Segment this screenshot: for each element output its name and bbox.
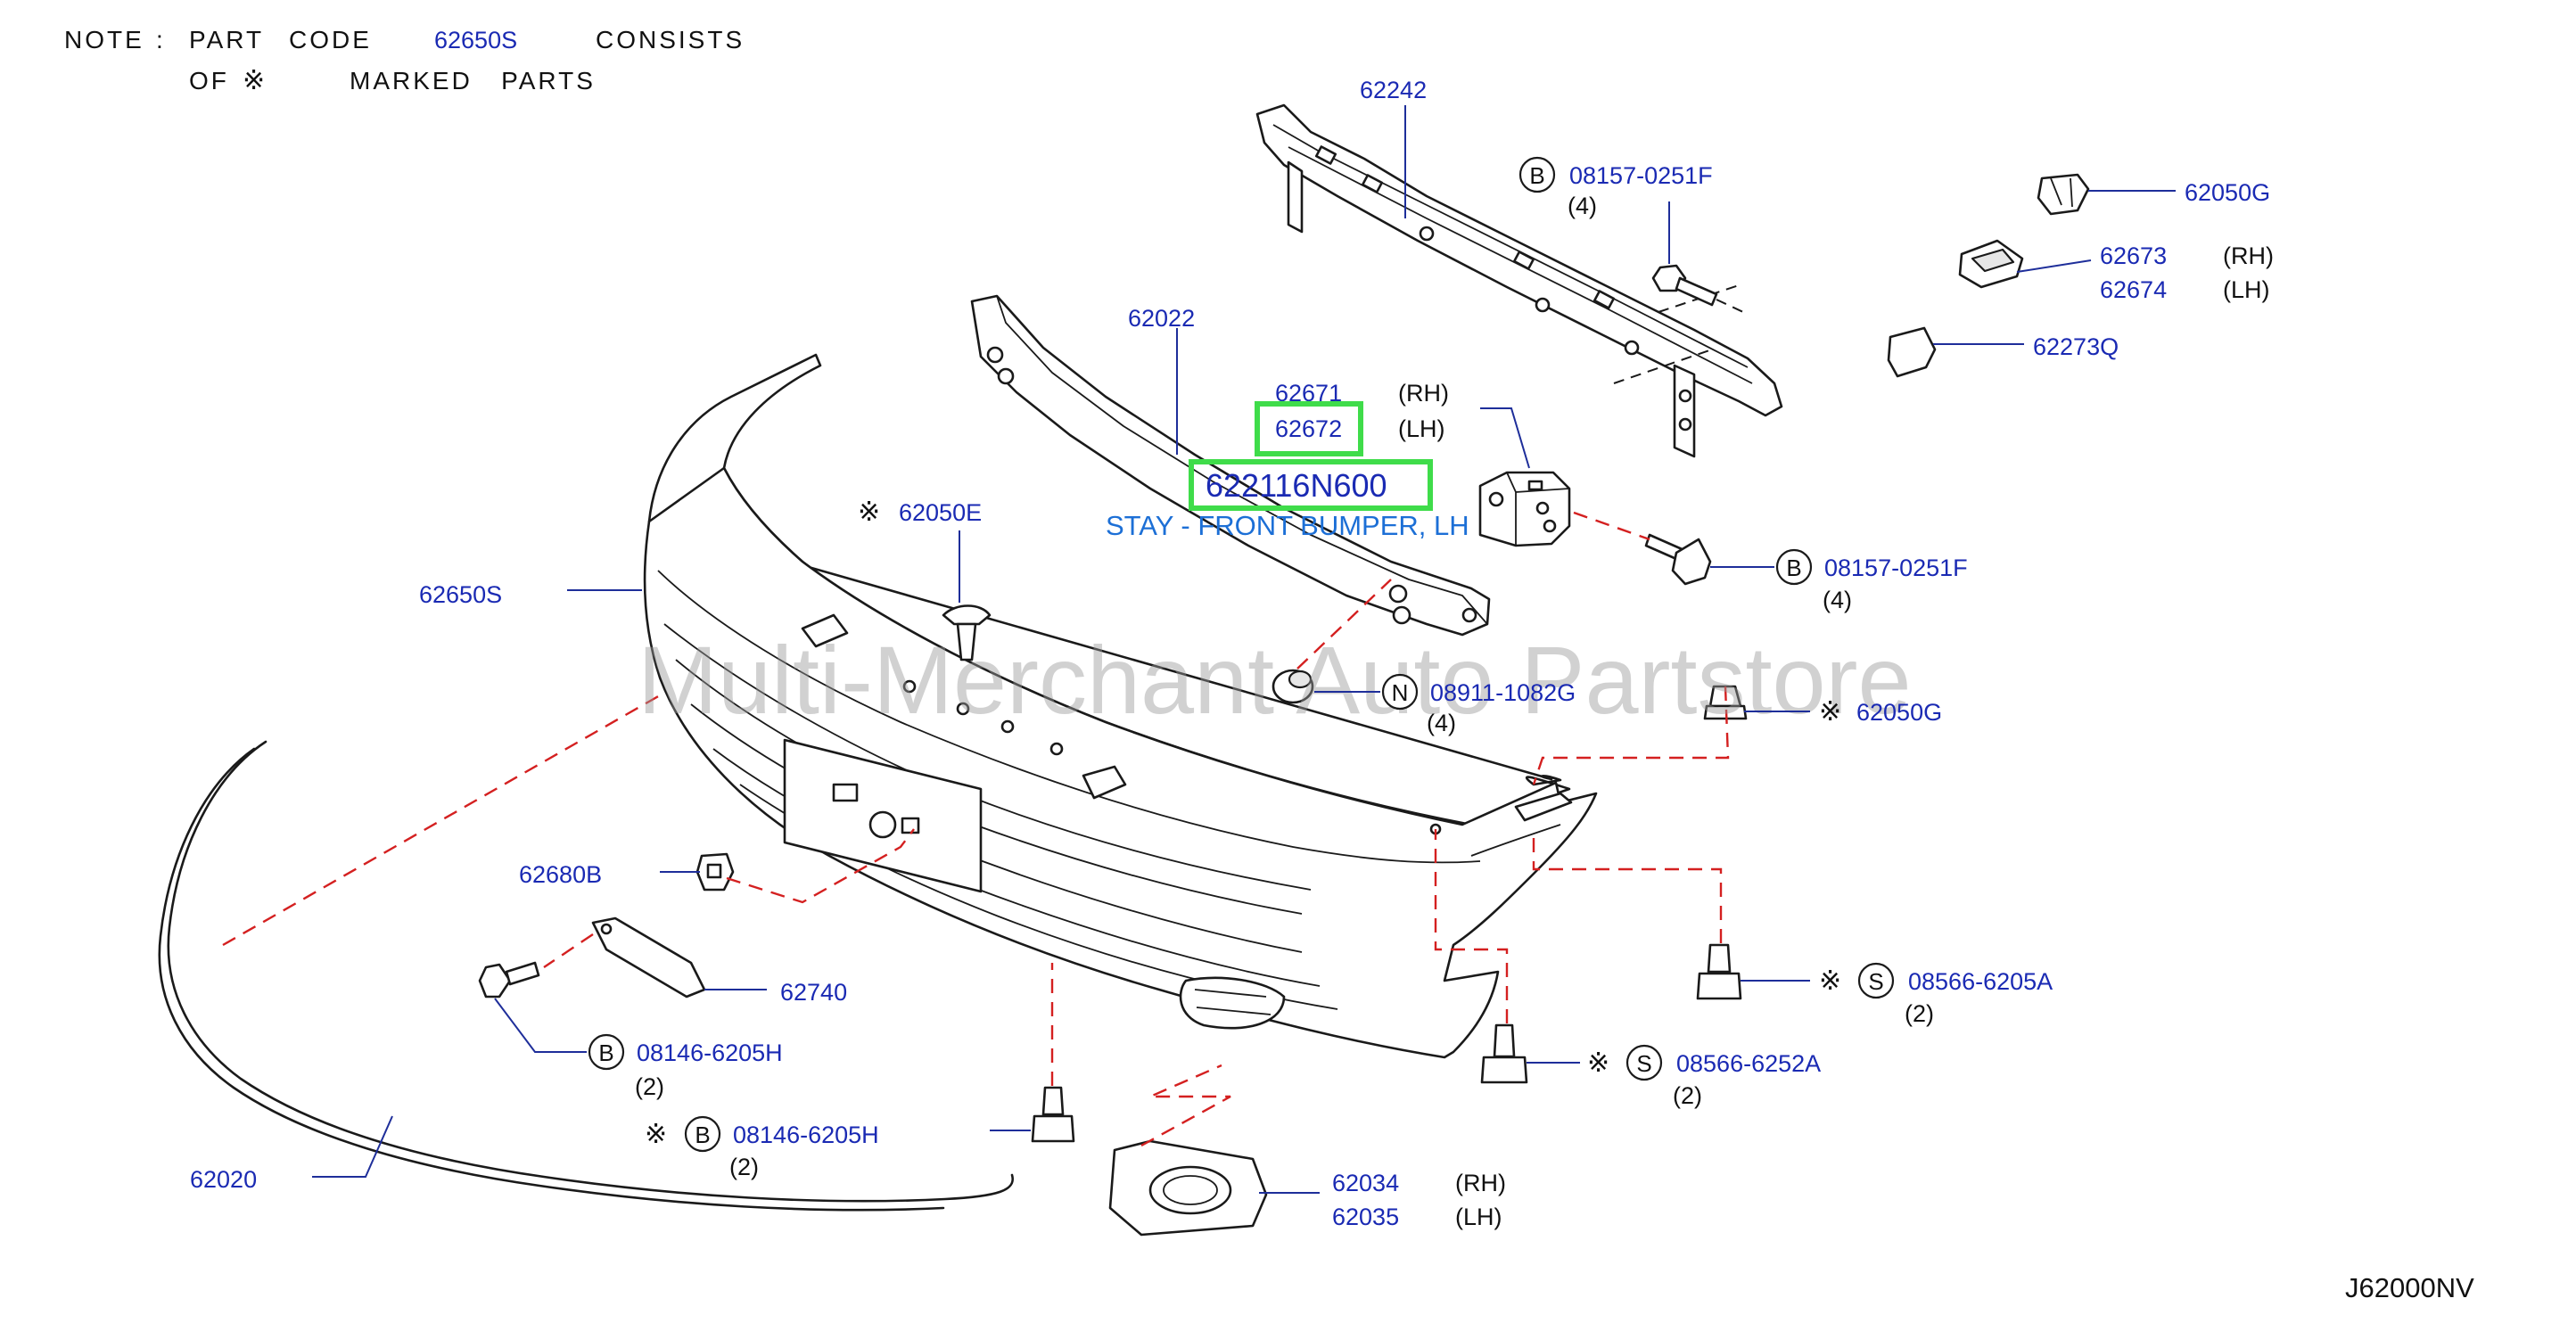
circle-N-08911 (1381, 673, 1419, 711)
callout-62050Ga[interactable]: 62050G (2185, 179, 2270, 206)
bolt-08157-b-drawing (1644, 533, 1712, 586)
circle-B-08157b-label: B (1786, 555, 1801, 581)
callout-62050E[interactable]: 62050E (899, 499, 982, 526)
note-mark-icon: ※ (243, 65, 265, 96)
leader-62671 (1480, 407, 1530, 469)
circle-B-08146a-label: B (598, 1040, 613, 1066)
callout-08566a-qty: (2) (1905, 1000, 1934, 1027)
leader-08146a (494, 998, 587, 1053)
callout-08157a-qty: (4) (1568, 193, 1597, 219)
callout-62273Q[interactable]: 62273Q (2033, 333, 2119, 360)
highlight-description: STAY - FRONT BUMPER, LH (1106, 510, 1469, 541)
callout-62242[interactable]: 62242 (1360, 77, 1427, 103)
callout-62035[interactable]: 62035 (1332, 1204, 1399, 1230)
diagram-code: J62000NV (2345, 1272, 2474, 1303)
mark-icon-62050Gb: ※ (1819, 696, 1841, 727)
note-word-consists: CONSISTS (596, 26, 745, 53)
mark-icon-08146b: ※ (645, 1119, 667, 1150)
callout-62674[interactable]: 62674 (2100, 276, 2167, 303)
circle-B-08157b (1775, 548, 1813, 586)
callout-62022[interactable]: 62022 (1128, 305, 1195, 332)
callout-62034[interactable]: 62034 (1332, 1170, 1399, 1196)
nut-08911-drawing (1272, 669, 1314, 704)
highlight-box-62672 (1255, 401, 1363, 456)
callout-62020[interactable]: 62020 (190, 1166, 257, 1193)
mark-icon-08566a: ※ (1819, 966, 1841, 997)
bolt-08157-a-drawing (1651, 264, 1744, 313)
bolt-08146a-drawing (478, 961, 540, 998)
stay-bracket-drawing (1478, 471, 1571, 547)
fog-cover-drawing (1108, 1139, 1268, 1237)
callout-62050Gb[interactable]: 62050G (1856, 699, 1942, 726)
bumper-fascia-drawing (643, 353, 1598, 1059)
note-word-code: CODE (289, 26, 372, 53)
mark-icon-08566b: ※ (1587, 1048, 1609, 1079)
note-word-of: OF (189, 67, 229, 94)
circle-B-08146b-label: B (695, 1122, 710, 1148)
circle-B-08146a (588, 1033, 625, 1071)
callout-08911-qty: (4) (1427, 710, 1456, 736)
screw-08566b-drawing (1480, 1023, 1528, 1084)
circle-S-08566b-label: S (1636, 1050, 1651, 1077)
callout-62035-side: (LH) (1455, 1204, 1502, 1230)
callout-62671-side: (RH) (1398, 380, 1449, 407)
callout-08566b[interactable]: 08566-6252A (1676, 1050, 1821, 1077)
highlight-box-622116N600 (1189, 459, 1433, 511)
callout-62680B[interactable]: 62680B (519, 861, 602, 888)
assembly-lines (222, 511, 1730, 1147)
callout-08146a-qty: (2) (635, 1073, 664, 1100)
note-part-code[interactable]: 62650S (434, 27, 517, 53)
clip-62273Q-drawing (1887, 326, 1937, 378)
callout-62650S[interactable]: 62650S (419, 581, 502, 608)
callout-62034-side: (RH) (1455, 1170, 1506, 1196)
watermark-text: Multi-Merchant Auto Partstore (638, 626, 1912, 734)
clip-62673-drawing (1958, 239, 2024, 289)
callout-62673[interactable]: 62673 (2100, 242, 2167, 269)
note-label: NOTE (64, 26, 144, 53)
circle-B-08157a-label: B (1529, 162, 1544, 189)
callout-08146b-qty: (2) (729, 1154, 759, 1180)
circle-B-08146b (684, 1115, 721, 1153)
callout-08157b[interactable]: 08157-0251F (1824, 555, 1968, 581)
bolt-08146b-drawing (1031, 1086, 1075, 1143)
callout-08146a[interactable]: 08146-6205H (637, 1040, 783, 1066)
mark-icon-62050E: ※ (858, 497, 880, 528)
reinforcement-62242-drawing (1255, 103, 1783, 458)
note-marked-parts: MARKED PARTS (350, 67, 596, 94)
callout-08566a[interactable]: 08566-6205A (1908, 968, 2053, 995)
callout-08157a[interactable]: 08157-0251F (1569, 162, 1713, 189)
note-colon: : (156, 26, 166, 53)
callout-08157b-qty: (4) (1823, 587, 1852, 613)
circle-S-08566a (1857, 962, 1895, 999)
callout-62672-side: (LH) (1398, 415, 1445, 442)
callout-08146b[interactable]: 08146-6205H (733, 1122, 879, 1148)
callout-62740[interactable]: 62740 (780, 979, 847, 1006)
note-block: NOTE : PART CODE 62650S CONSISTS OF ※ MA… (64, 26, 745, 96)
leader-62673 (2016, 259, 2092, 273)
callout-62672[interactable]: 62672 (1275, 415, 1342, 442)
circle-B-08157a (1518, 156, 1556, 193)
clip-62680B-drawing (695, 852, 735, 892)
circle-S-08566a-label: S (1868, 968, 1883, 995)
highlight-part-number[interactable]: 622116N600 (1206, 467, 1387, 504)
clip-62050G-a-drawing (2037, 173, 2090, 216)
note-word-part: PART (189, 26, 264, 53)
circle-N-08911-label: N (1392, 679, 1409, 706)
leader-62020 (312, 1115, 393, 1178)
bracket-62740-drawing (591, 916, 706, 998)
clip-62050E-drawing (942, 604, 992, 662)
callout-08911[interactable]: 08911-1082G (1430, 679, 1576, 706)
absorber-62022-drawing (970, 294, 1491, 637)
callout-08566b-qty: (2) (1673, 1082, 1702, 1109)
circle-S-08566b (1625, 1044, 1663, 1081)
callout-62674-side: (LH) (2223, 276, 2270, 303)
callout-62673-side: (RH) (2223, 242, 2274, 269)
screw-08566a-drawing (1696, 943, 1742, 1000)
